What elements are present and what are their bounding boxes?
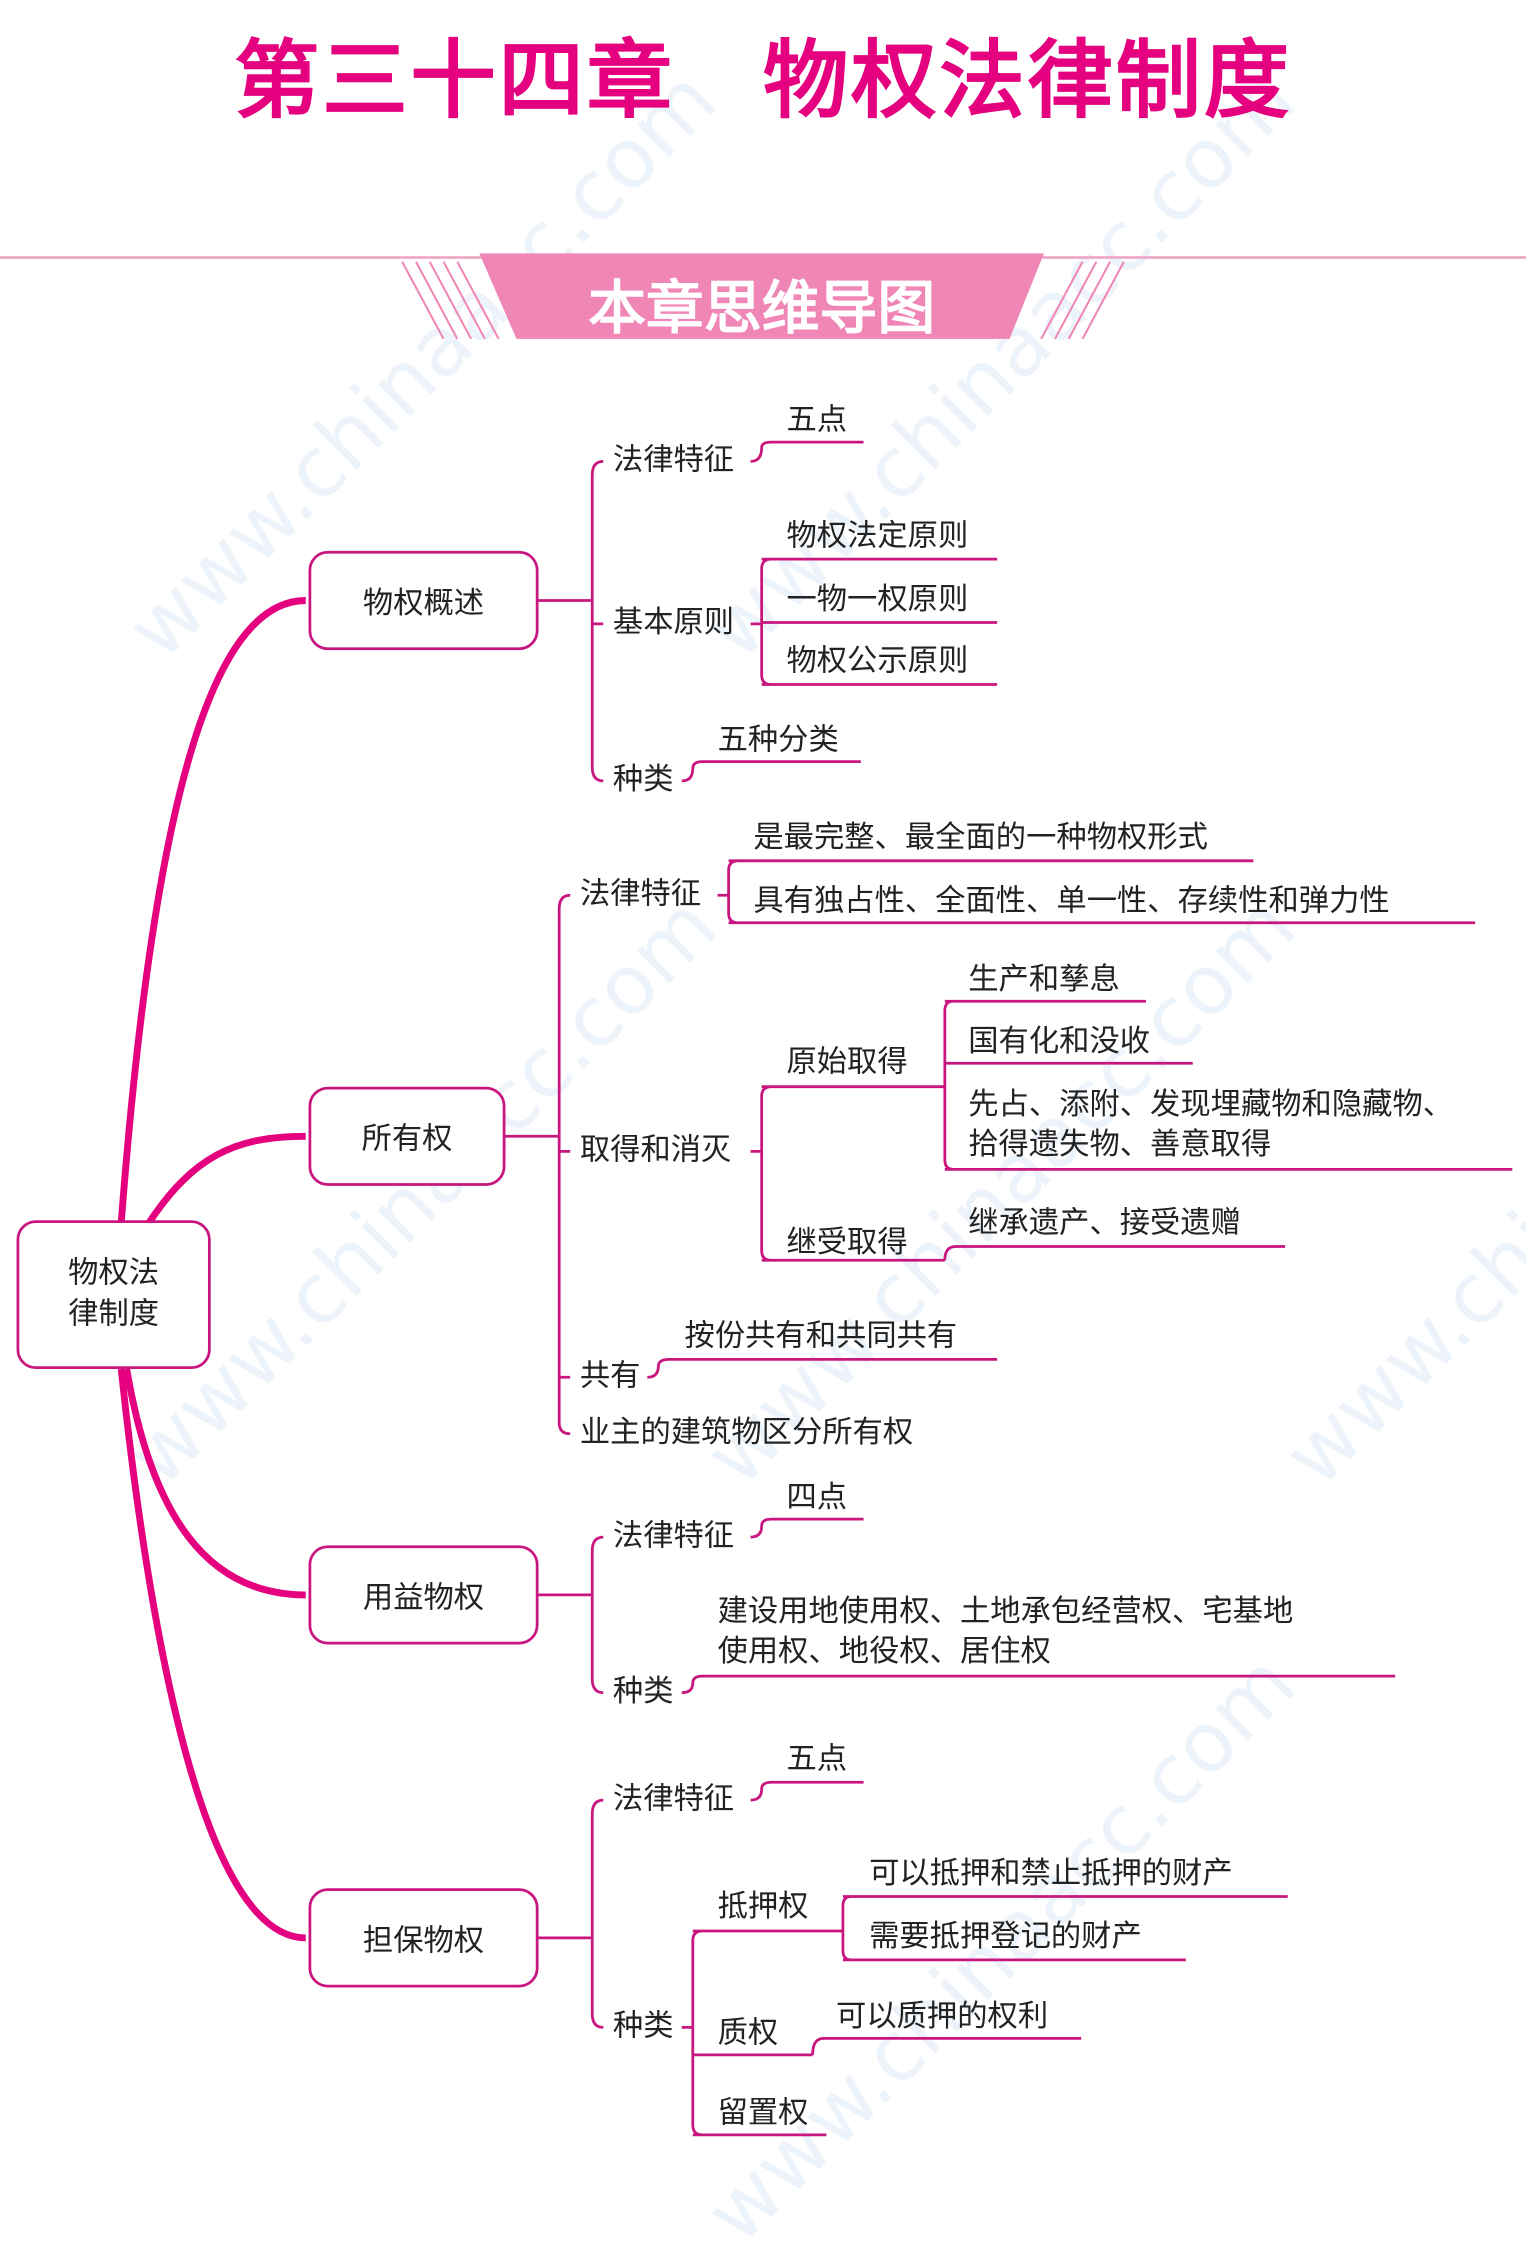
node-ownership: 所有权 (308, 1086, 506, 1186)
sub-branches (504, 440, 1513, 2137)
usufruct-types: 种类 (612, 1674, 674, 1710)
co-ownership-value: 按份共有和共同共有 (684, 1319, 958, 1354)
branch-overview (117, 597, 306, 1224)
security-legal-features: 法律特征 (612, 1782, 735, 1817)
security-types: 种类 (612, 2009, 674, 2044)
ownership-legal-features: 法律特征 (579, 877, 702, 912)
usufruct-features-value: 四点 (786, 1480, 848, 1516)
banner-title: 本章思维导图 (588, 274, 936, 342)
principle-item: 一物一权原则 (786, 582, 969, 618)
branch-ownership (145, 1132, 306, 1225)
mortgage-item: 需要抵押登记的财产 (869, 1919, 1142, 1955)
connector-lines (0, 253, 1526, 2137)
mortgage-item: 可以抵押和禁止抵押的财产 (869, 1856, 1233, 1892)
overview-legal-features: 法律特征 (612, 443, 735, 478)
node-usufruct: 用益物权 (308, 1545, 539, 1645)
derived-acquisition: 继受取得 (786, 1225, 908, 1261)
condo-ownership: 业主的建筑物区分所有权 (579, 1415, 914, 1451)
usufruct-types-line: 建设用地使用权、土地承包经营权、宅基地 (717, 1594, 1294, 1630)
original-item: 先占、添附、发现埋藏物和隐藏物、 (968, 1088, 1454, 1123)
overview-types: 种类 (612, 763, 674, 798)
ownership-feature-item: 具有独占性、全面性、单一性、存续性和弹力性 (753, 884, 1390, 919)
banner-shape (479, 253, 1044, 339)
mortgage: 抵押权 (717, 1889, 809, 1925)
chapter-title: 第三十四章 物权法律制度 (234, 30, 1292, 131)
ownership-acquire: 取得和消灭 (579, 1133, 732, 1168)
node-security: 担保物权 (308, 1888, 539, 1988)
original-item: 拾得遗失物、善意取得 (968, 1128, 1272, 1163)
node-overview: 物权概述 (308, 550, 539, 651)
original-item: 国有化和没收 (968, 1024, 1151, 1060)
co-ownership: 共有 (579, 1359, 641, 1394)
banner-stripes (401, 261, 1125, 340)
security-features-value: 五点 (786, 1742, 848, 1777)
branch-security (117, 1368, 306, 1942)
root-node: 物权法 律制度 (16, 1220, 211, 1370)
mind-map-page: www.chinaacc.com www.chinaacc.com www.ch… (0, 30, 1526, 2262)
pledge: 质权 (717, 2016, 779, 2051)
principle-item: 物权法定原则 (786, 519, 969, 554)
branch-usufruct (123, 1368, 306, 1599)
overview-principles: 基本原则 (612, 606, 735, 641)
usufruct-types-line: 使用权、地役权、居住权 (717, 1634, 1051, 1670)
ownership-feature-item: 是最完整、最全面的一种物权形式 (753, 820, 1208, 856)
overview-types-value: 五种分类 (717, 723, 839, 758)
pledge-value: 可以质押的权利 (836, 1999, 1049, 2035)
overview-features-value: 五点 (786, 403, 848, 438)
lien: 留置权 (717, 2096, 809, 2131)
original-acquisition: 原始取得 (786, 1045, 908, 1080)
main-branches (117, 597, 306, 1942)
original-item: 生产和孳息 (968, 962, 1120, 998)
derived-value: 继承遗产、接受遗赠 (968, 1206, 1241, 1241)
usufruct-legal-features: 法律特征 (612, 1519, 735, 1554)
principle-item: 物权公示原则 (786, 644, 969, 680)
